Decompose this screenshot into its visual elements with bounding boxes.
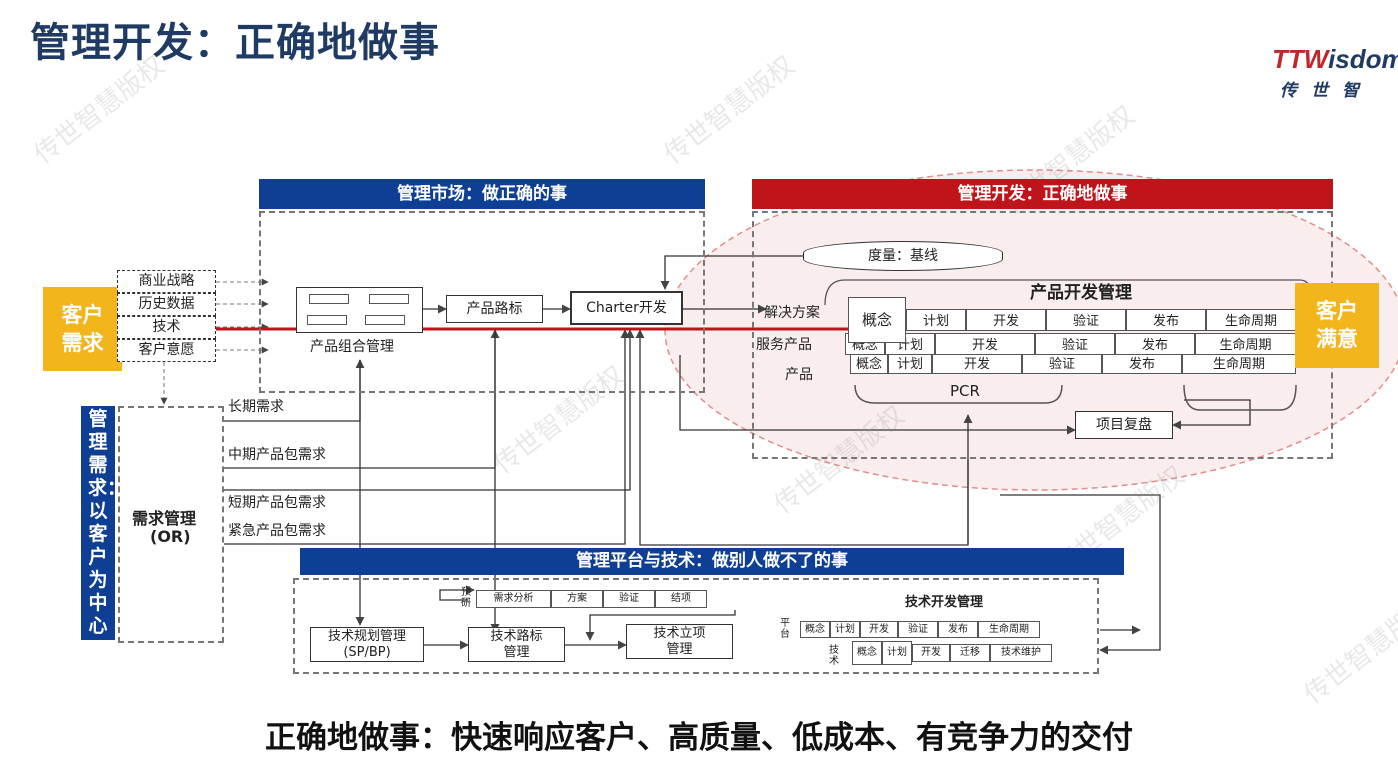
source-item: 技术 (117, 316, 216, 339)
pcr-label: PCR (950, 382, 980, 400)
stage-lifecycle: 生命周期 (1206, 309, 1296, 331)
demand-side-label: 管理需求：以客户为中心 (81, 406, 126, 640)
brand-logo: TTWisdom (1272, 44, 1398, 75)
stage-verify: 验证 (1046, 309, 1126, 331)
pdm-title: 产品开发管理 (1030, 283, 1132, 303)
dev-row-label: 产品 (785, 367, 813, 383)
dev-stage-row-solution: 概念 计划 开发 验证 发布 生命周期 (848, 297, 1296, 343)
market-header: 管理市场：做正确的事 (259, 179, 705, 209)
brand-logo-cn: 传世智 (1280, 81, 1373, 101)
platform-stage: 概念 (800, 621, 830, 638)
tech-roadmap-line2: 管理 (503, 645, 530, 660)
demand-frame (118, 406, 224, 643)
tech-stage-row: 概念 计划 开发 迁移 技术维护 (852, 641, 1052, 665)
stage-verify: 验证 (1035, 333, 1115, 355)
logo-part-blue: isdom (1328, 44, 1398, 74)
tech-stage: 技术维护 (990, 644, 1052, 662)
stage-develop: 开发 (935, 333, 1035, 355)
research-stage: 验证 (603, 590, 655, 608)
tdm-title: 技术开发管理 (905, 595, 984, 610)
demand-box-title: 需求管理 (132, 509, 197, 528)
demand-box-subtitle: (OR) (150, 527, 191, 546)
demand-item: 紧急产品包需求 (228, 523, 326, 539)
charter-box: Charter开发 (570, 291, 683, 325)
tech-label: 技术 (829, 645, 839, 667)
tech-project-box: 技术立项 管理 (626, 624, 733, 659)
demand-item: 短期产品包需求 (228, 495, 326, 511)
market-frame (259, 211, 705, 393)
platform-label: 平台 (780, 618, 790, 640)
tech-roadmap-box: 技术路标 管理 (468, 627, 565, 662)
tech-project-line2: 管理 (666, 642, 693, 657)
stage-lifecycle: 生命周期 (1182, 352, 1296, 374)
stage-lifecycle: 生命周期 (1195, 333, 1296, 355)
tech-roadmap-line1: 技术路标 (490, 629, 543, 644)
research-stage: 方案 (551, 590, 603, 608)
research-label: 预研 (461, 587, 471, 609)
source-item: 客户意愿 (117, 339, 216, 362)
roadmap-box: 产品路标 (446, 295, 543, 323)
customer-satisfied-box: 客户满意 (1295, 283, 1379, 368)
stage-concept: 概念 (850, 352, 888, 374)
tech-stage: 计划 (882, 641, 912, 665)
portfolio-label: 产品组合管理 (310, 339, 394, 355)
demand-item: 中期产品包需求 (228, 447, 326, 463)
page-title: 管理开发：正确地做事 (30, 20, 440, 66)
platform-stage: 发布 (938, 621, 978, 638)
platform-frame (293, 578, 1099, 674)
dev-row-label: 解决方案 (764, 305, 820, 321)
tech-stage: 概念 (852, 641, 882, 665)
portfolio-mini-box (309, 294, 349, 304)
dev-header: 管理开发：正确地做事 (752, 179, 1333, 209)
stage-plan: 计划 (888, 352, 932, 374)
portfolio-mini-box (307, 315, 347, 325)
bottom-slogan: 正确地做事：快速响应客户、高质量、低成本、有竞争力的交付 (265, 720, 1133, 756)
logo-part-red: TTW (1272, 44, 1329, 74)
stage-develop: 开发 (932, 352, 1022, 374)
stage-release: 发布 (1115, 333, 1195, 355)
demand-item: 长期需求 (228, 399, 284, 415)
portfolio-diagram (296, 287, 423, 333)
platform-header: 管理平台与技术：做别人做不了的事 (300, 548, 1124, 575)
stage-release: 发布 (1126, 309, 1206, 331)
portfolio-mini-box (365, 315, 405, 325)
dev-stage-row-product: 概念 计划 开发 验证 发布 生命周期 (850, 352, 1296, 374)
platform-stage: 开发 (860, 621, 898, 638)
tech-plan-line1: 技术规划管理 (327, 629, 406, 644)
source-item: 历史数据 (117, 293, 216, 316)
tech-plan-line2: (SP/BP) (343, 645, 391, 660)
tech-plan-box: 技术规划管理 (SP/BP) (310, 627, 424, 662)
platform-stage: 验证 (898, 621, 938, 638)
stage-concept: 概念 (848, 297, 906, 343)
research-stage: 需求分析 (476, 590, 551, 608)
source-item: 商业战略 (117, 270, 216, 293)
portfolio-mini-box (369, 294, 409, 304)
customer-need-box: 客户需求 (43, 287, 122, 371)
metric-cylinder: 度量：基线 (803, 241, 1003, 271)
platform-stage: 生命周期 (978, 621, 1040, 638)
stage-release: 发布 (1102, 352, 1182, 374)
tech-stage: 开发 (912, 644, 950, 662)
platform-stage-row: 概念 计划 开发 验证 发布 生命周期 (800, 621, 1040, 638)
dev-stage-row-service: 概念 计划 开发 验证 发布 生命周期 (845, 333, 1296, 355)
dev-row-label: 服务产品 (756, 337, 812, 353)
project-review-box: 项目复盘 (1075, 411, 1173, 439)
platform-stage: 计划 (830, 621, 860, 638)
tech-stage: 迁移 (950, 644, 990, 662)
stage-develop: 开发 (966, 309, 1046, 331)
stage-verify: 验证 (1022, 352, 1102, 374)
research-stage-row: 需求分析 方案 验证 结项 (476, 590, 731, 608)
stage-plan: 计划 (906, 309, 966, 331)
research-stage: 结项 (655, 590, 707, 608)
tech-project-line1: 技术立项 (653, 626, 706, 641)
